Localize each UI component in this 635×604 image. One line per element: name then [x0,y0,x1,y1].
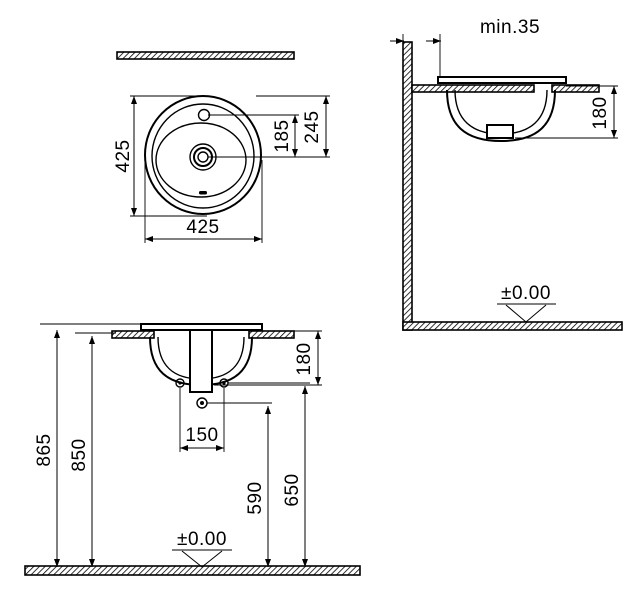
dim-elev-650: 650 [228,382,310,567]
wall-hatched [402,41,413,331]
level-marker-left: ±0.00 [172,529,232,568]
dim-section-180: 180 [515,85,618,139]
dim-plan-width-425: 425 [144,160,263,243]
dim-plan-185: 185 [208,114,330,158]
basin-flange-plate [437,76,567,84]
dim-label-plan-245: 245 [302,110,323,143]
level-triangle-left [181,550,223,568]
dim-label-elev-180: 180 [294,342,315,375]
dim-section-min35: min.35 [390,17,540,78]
level-marker-right: ±0.00 [497,283,556,323]
dim-elev-180: 180 [214,330,322,386]
dim-label-590: 590 [245,481,266,514]
countertop-slab-left-part [411,84,535,93]
dim-elev-150: 150 [179,388,225,452]
basin-bowl-oval [155,122,247,198]
dim-label-150: 150 [185,425,218,446]
countertop-slab-right-part [551,84,600,93]
dim-elev-865: 865 [34,323,145,567]
dim-elev-590: 590 [207,402,272,567]
dim-label-865: 865 [34,433,55,466]
dim-label-650: 650 [282,473,303,506]
overflow-slot [199,191,207,195]
waste-point-center-dot [200,401,204,405]
dim-label-section-180: 180 [590,96,611,129]
wall-section-view: min.35 180 ±0.00 [390,17,623,331]
floor-slab-left [24,565,361,576]
dim-label-850: 850 [69,438,90,471]
basin-drain-boss [486,124,514,139]
elev-trap-column [189,329,213,393]
level-triangle-right [505,304,547,323]
dim-label-plan-185: 185 [272,119,293,152]
supply-point-right-center [222,381,226,385]
dim-plan-height-425: 425 [113,95,207,217]
front-elevation-view: 180 865 850 150 590 [24,323,361,576]
supply-point-left [175,378,185,388]
dim-plan-245: 245 [256,95,330,157]
plan-view: 425 425 185 245 [113,51,330,243]
dim-elev-850: 850 [69,332,116,567]
basin-bowl-outer-profile [446,89,556,143]
dim-label-plan-425-vertical: 425 [113,139,134,172]
basin-rim-inner [151,103,255,209]
supply-point-left-center [178,381,182,385]
dim-label-min35: min.35 [480,17,540,38]
plan-counter-strip [116,51,295,60]
level-label-left: ±0.00 [177,529,227,550]
floor-slab-right [402,321,623,331]
dim-label-plan-425-horizontal: 425 [186,217,219,238]
elev-counter-slab-right [248,330,295,339]
level-label-right: ±0.00 [501,283,551,304]
elev-counter-slab-left [111,330,155,339]
